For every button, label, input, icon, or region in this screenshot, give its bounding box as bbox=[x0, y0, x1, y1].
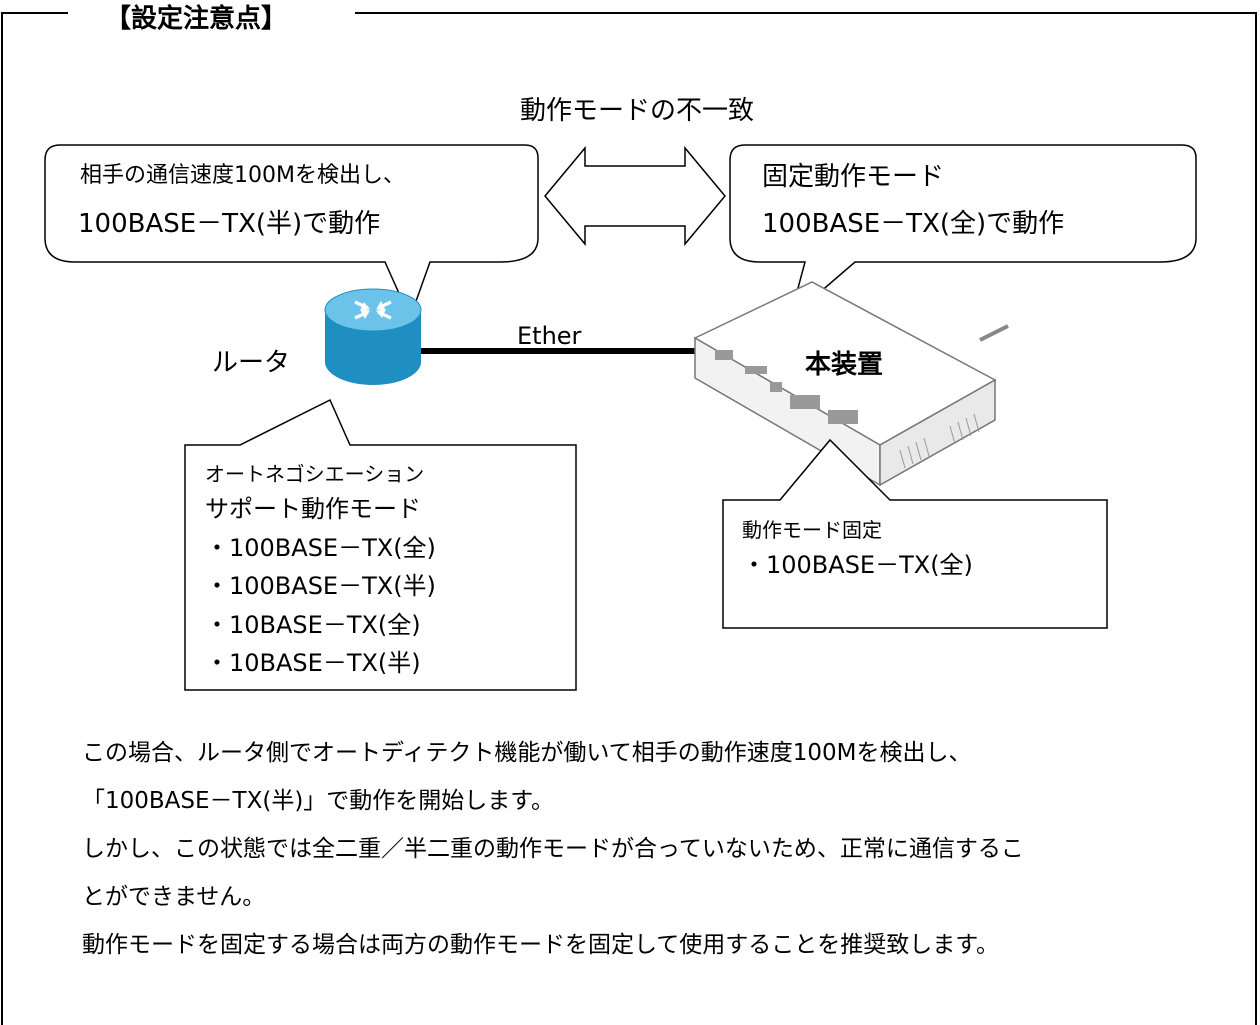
section-frame-right bbox=[355, 12, 1257, 1025]
double-arrow bbox=[544, 145, 726, 247]
explanation-line: とができません。 bbox=[82, 884, 266, 910]
device-label: 本装置 bbox=[805, 350, 884, 380]
section-title: 【設定注意点】 bbox=[105, 4, 288, 34]
router-box-heading2: サポート動作モード bbox=[205, 495, 421, 523]
explanation-line: この場合、ルータ側でオートディテクト機能が働いて相手の動作速度100Mを検出し、 bbox=[82, 740, 972, 766]
right-callout-line2: 100BASE－TX(全)で動作 bbox=[762, 209, 1065, 239]
left-callout-bubble bbox=[44, 144, 539, 321]
router-box-item: ・100BASE－TX(半) bbox=[205, 572, 436, 600]
section-frame bbox=[1, 12, 68, 1025]
left-callout-line2: 100BASE－TX(半)で動作 bbox=[78, 209, 381, 239]
left-callout-line1: 相手の通信速度100Mを検出し、 bbox=[80, 163, 405, 188]
router-box-item: ・100BASE－TX(全) bbox=[205, 534, 436, 562]
network-device-icon bbox=[693, 281, 1009, 487]
router-box-heading1: オートネゴシエーション bbox=[205, 462, 425, 486]
router-box-item: ・10BASE－TX(半) bbox=[205, 649, 421, 677]
explanation-line: しかし、この状態では全二重／半二重の動作モードが合っていないため、正常に通信する… bbox=[82, 836, 1024, 862]
mismatch-label: 動作モードの不一致 bbox=[520, 96, 755, 126]
router-icon bbox=[324, 288, 422, 385]
explanation-line: 「100BASE－TX(半)」で動作を開始します。 bbox=[82, 788, 554, 814]
router-box-item: ・10BASE－TX(全) bbox=[205, 611, 421, 639]
explanation-line: 動作モードを固定する場合は両方の動作モードを固定して使用することを推奨致します。 bbox=[82, 932, 1000, 958]
device-info-box bbox=[722, 438, 1108, 629]
router-info-box bbox=[184, 398, 577, 691]
right-callout-line1: 固定動作モード bbox=[762, 162, 945, 192]
device-box-item: ・100BASE－TX(全) bbox=[742, 551, 973, 579]
device-box-heading: 動作モード固定 bbox=[742, 518, 882, 542]
router-label: ルータ bbox=[212, 348, 291, 378]
link-label: Ether bbox=[517, 322, 582, 350]
